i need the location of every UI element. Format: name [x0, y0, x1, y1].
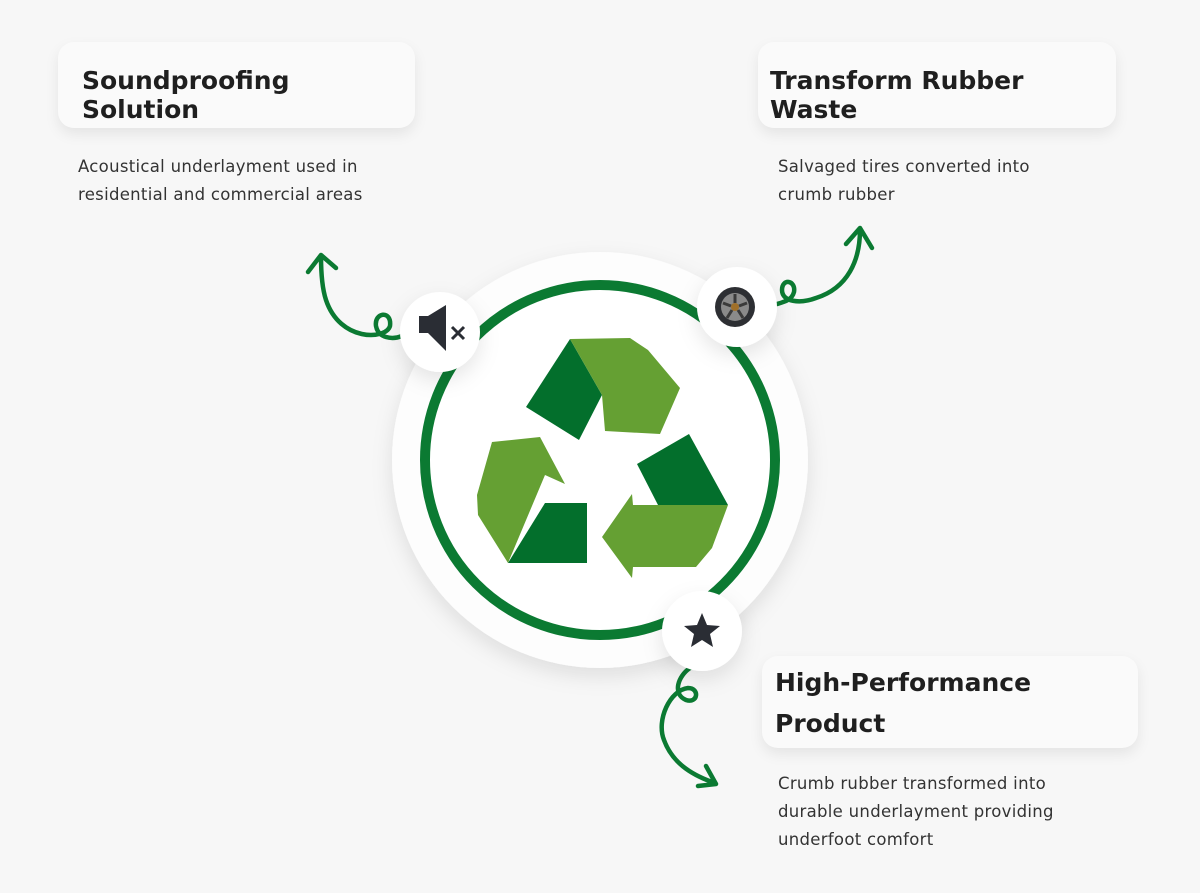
card-soundproofing: Soundproofing Solution [58, 42, 415, 128]
arrow-high-performance [659, 665, 719, 789]
card-high-performance: High-Performance Product [762, 656, 1138, 748]
card-title: Soundproofing Solution [82, 66, 290, 124]
arrow-soundproofing [305, 252, 405, 341]
card-rubber-waste: Transform Rubber Waste [758, 42, 1116, 128]
star-icon [684, 613, 720, 647]
muted-speaker-icon [419, 305, 466, 351]
desc-soundproofing: Acoustical underlayment used in resident… [78, 157, 363, 204]
desc-high-performance: Crumb rubber transformed into durable un… [778, 774, 1054, 849]
recycle-icon [477, 338, 728, 578]
arrow-rubber-waste [774, 225, 875, 307]
tire-icon [715, 287, 755, 327]
card-title: High-Performance Product [775, 668, 1032, 738]
card-title: Transform Rubber Waste [770, 66, 1024, 124]
desc-rubber-waste: Salvaged tires converted into crumb rubb… [778, 157, 1030, 204]
